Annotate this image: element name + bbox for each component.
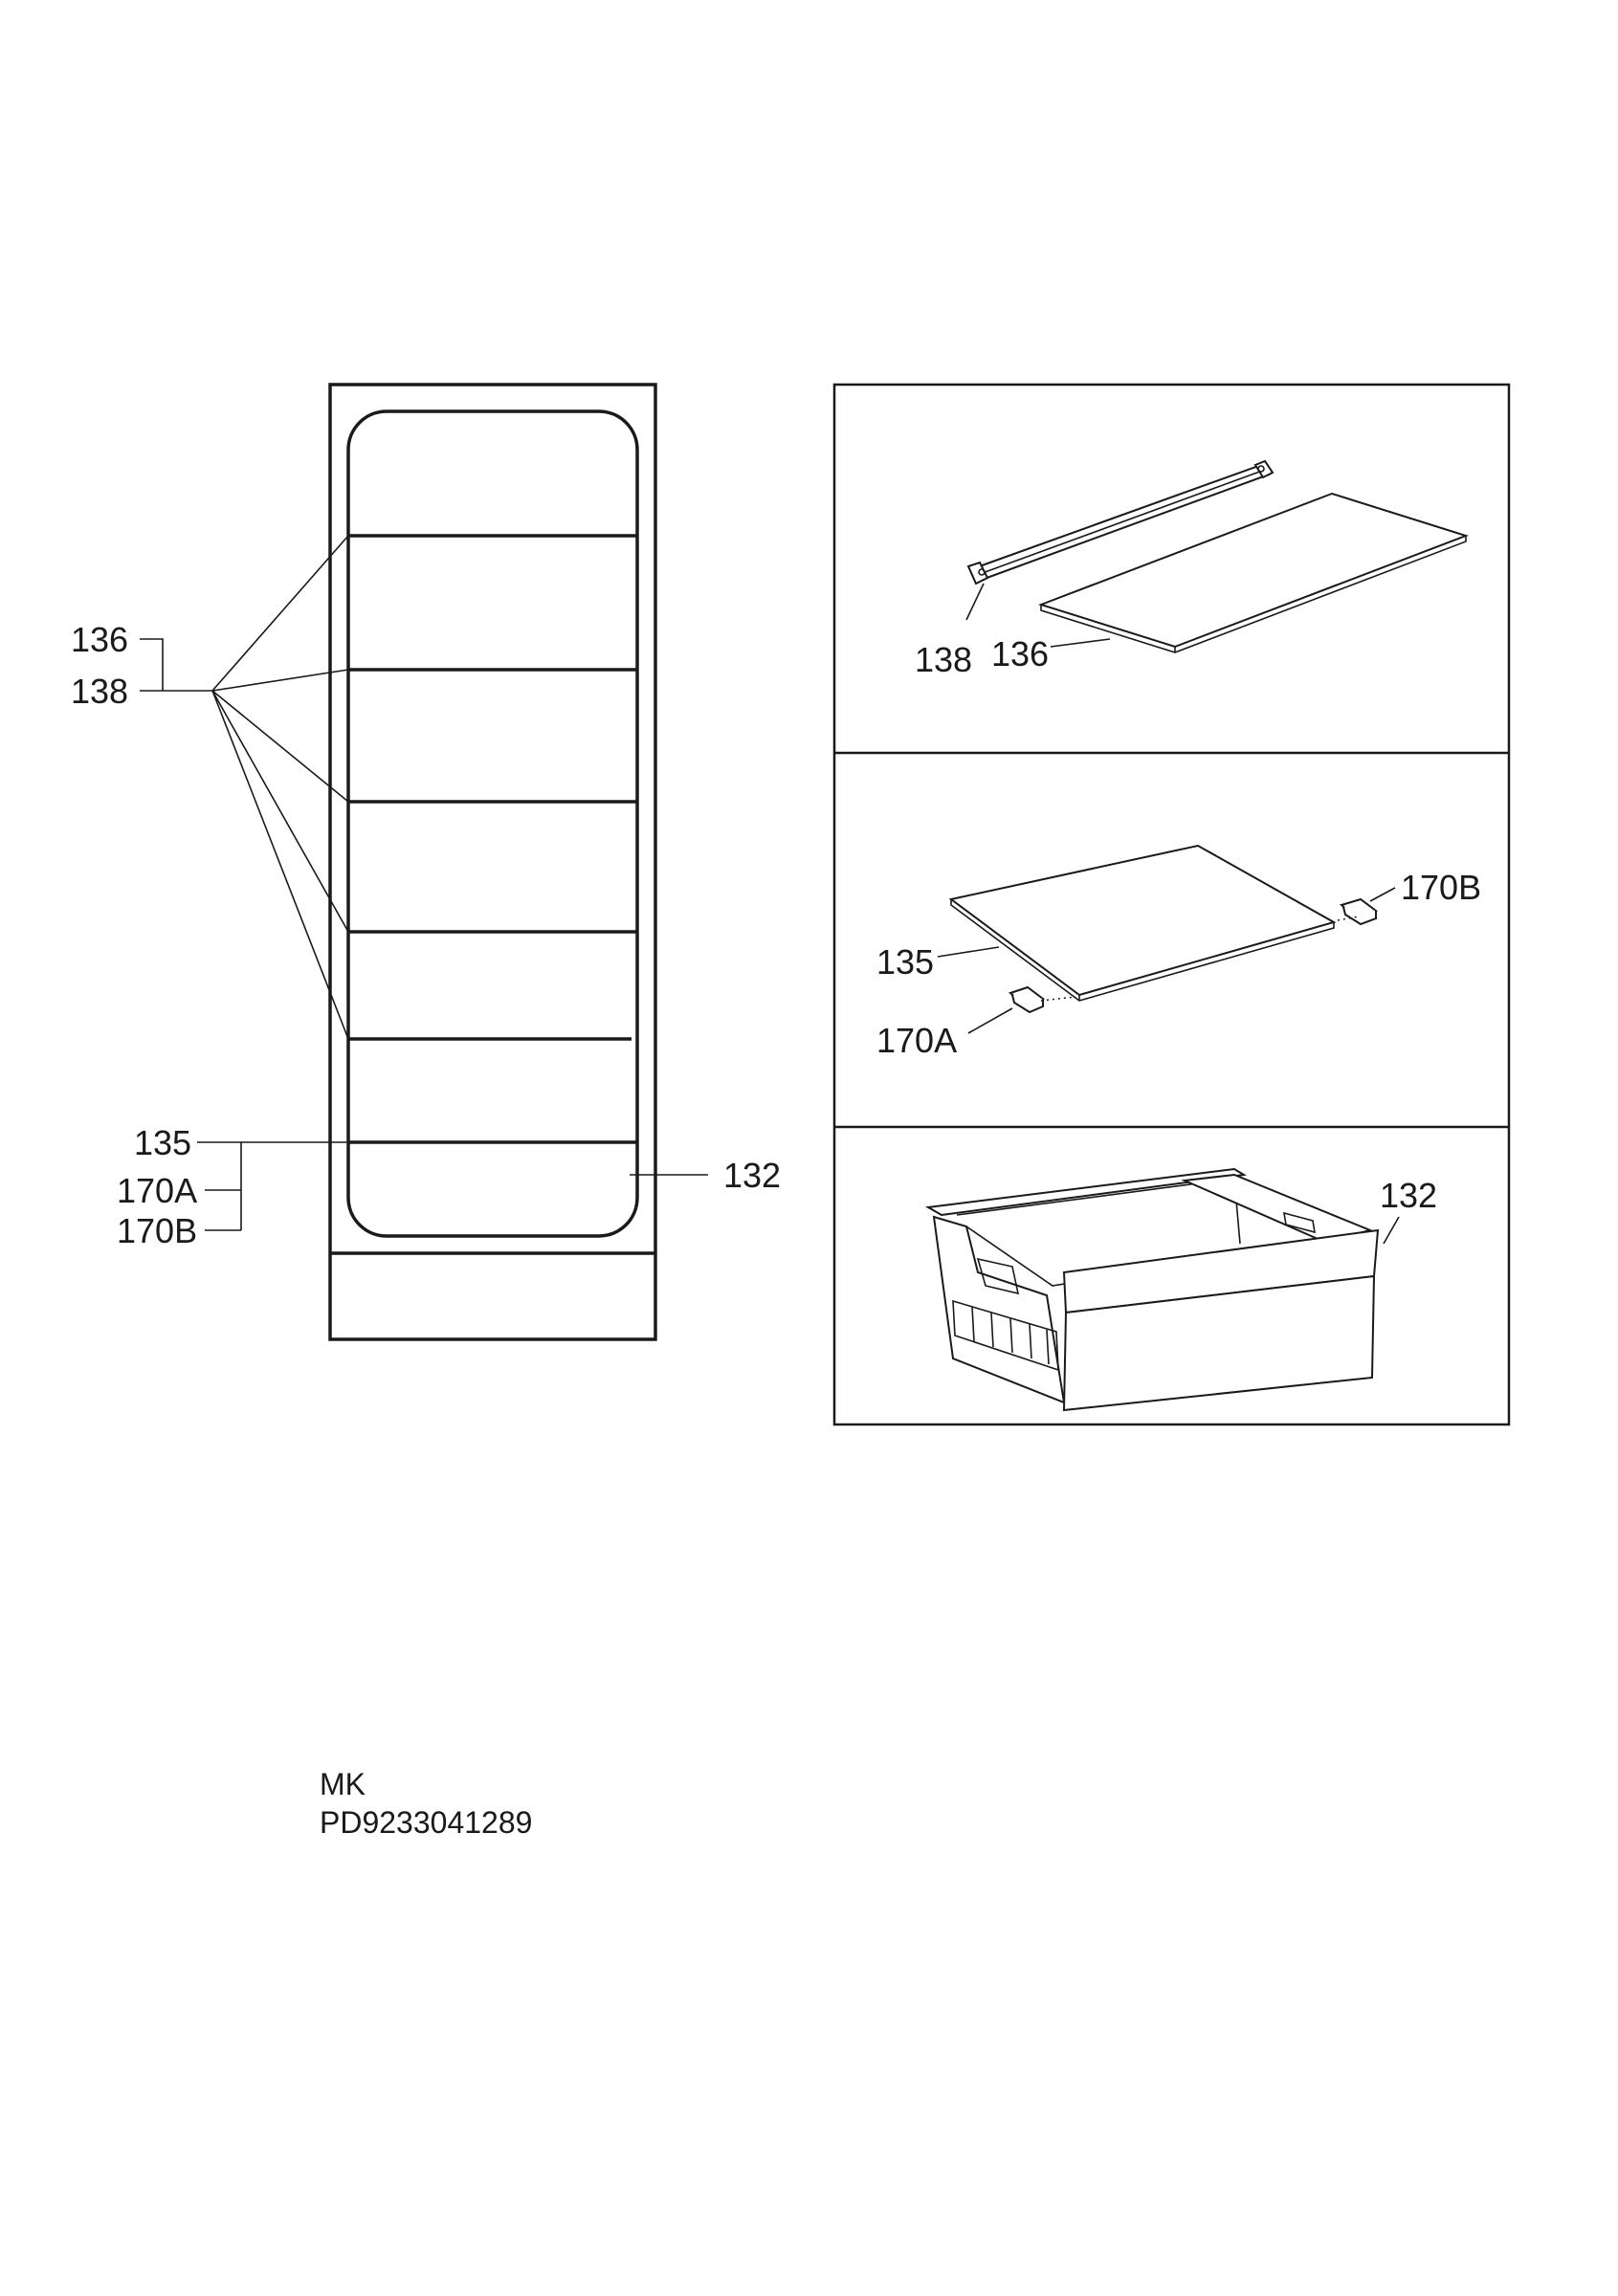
leader-p1-136 bbox=[1050, 638, 1111, 648]
glass-shelf-135-part bbox=[948, 844, 1337, 1002]
label-138: 138 bbox=[71, 672, 128, 711]
left-leader-lines bbox=[140, 535, 708, 1231]
cabinet-inner-compartment bbox=[346, 409, 639, 1238]
clip-170a-part bbox=[1008, 985, 1045, 1014]
label-132: 132 bbox=[723, 1156, 781, 1195]
detail-panel-frame bbox=[832, 383, 1511, 1426]
clip-170b-part bbox=[1339, 897, 1379, 926]
clip-170a-alignment bbox=[1040, 996, 1076, 1002]
leader-136-bracket bbox=[140, 638, 164, 691]
leader-p2-135 bbox=[937, 946, 1000, 958]
leader-to-shelf-5 bbox=[211, 690, 349, 1040]
leader-p2-170a bbox=[967, 1007, 1013, 1034]
glass-shelf-part bbox=[1037, 492, 1470, 653]
shelf-rail-part bbox=[966, 459, 1274, 585]
leader-p3-132 bbox=[1383, 1216, 1400, 1245]
label-170a: 170A bbox=[117, 1171, 197, 1210]
label-136: 136 bbox=[71, 620, 128, 659]
detail-frame-outline bbox=[832, 383, 1511, 1426]
footer-line-1: MK bbox=[320, 1767, 366, 1801]
label-p1-138: 138 bbox=[915, 640, 972, 679]
leader-to-shelf-2 bbox=[211, 669, 349, 692]
panel-shelf-and-rail bbox=[965, 459, 1470, 653]
leader-p1-138 bbox=[965, 583, 985, 621]
label-p2-135: 135 bbox=[876, 942, 934, 982]
label-p2-170b: 170B bbox=[1401, 868, 1481, 907]
label-p2-170a: 170A bbox=[876, 1021, 957, 1060]
leader-to-shelf-4 bbox=[211, 690, 349, 933]
leader-to-shelf-3 bbox=[211, 690, 349, 803]
leader-p2-170b bbox=[1369, 887, 1396, 902]
label-170b: 170B bbox=[117, 1211, 197, 1250]
clip-170b-alignment bbox=[1337, 916, 1360, 921]
crisper-drawer-part bbox=[924, 1167, 1380, 1412]
cabinet-outline bbox=[328, 383, 657, 1341]
cabinet-front-view bbox=[328, 383, 657, 1341]
leader-to-shelf-1 bbox=[211, 535, 349, 692]
panel-drawer bbox=[924, 1167, 1400, 1412]
label-p3-132: 132 bbox=[1380, 1176, 1437, 1215]
label-135: 135 bbox=[134, 1123, 191, 1162]
label-p1-136: 136 bbox=[991, 634, 1049, 673]
panel-shelf-with-clips bbox=[937, 844, 1396, 1034]
footer-line-2: PD9233041289 bbox=[320, 1805, 532, 1840]
